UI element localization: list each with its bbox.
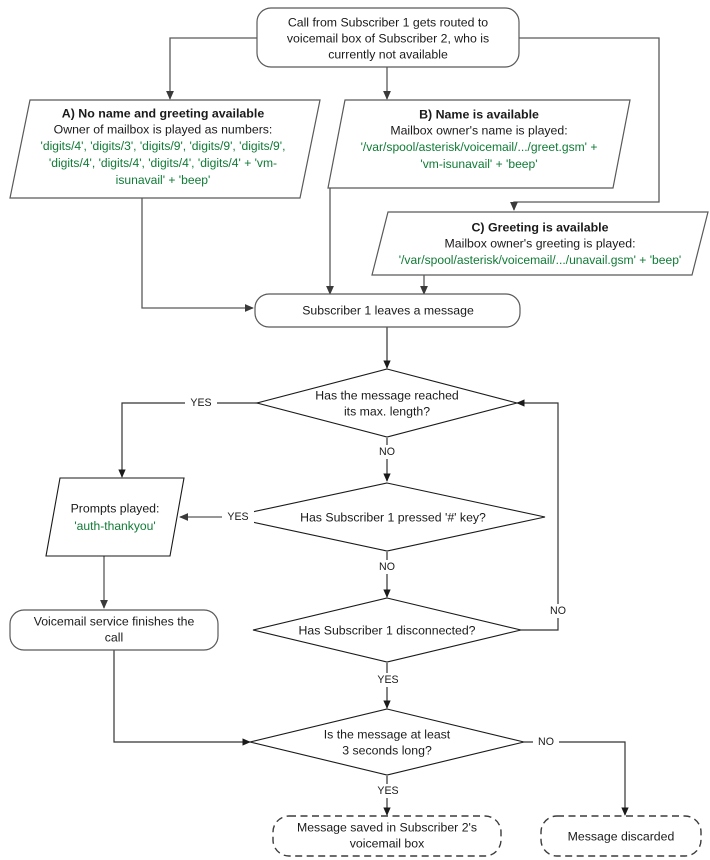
start-line-3: currently not available [328, 47, 448, 61]
node-decision-disconnected[interactable]: Has Subscriber 1 disconnected? [252, 597, 522, 663]
case-a-heading: A) No name and greeting available [62, 106, 265, 120]
case-a-green-2: 'digits/4', 'digits/4', 'digits/4', 'dig… [49, 156, 277, 170]
edge-label-layer: YES NO YES NO NO YES YES NO [185, 396, 571, 798]
case-c-subtitle: Mailbox owner's greeting is played: [445, 236, 636, 250]
label-hash-yes: YES [227, 511, 248, 523]
disconnected-line-1: Has Subscriber 1 disconnected? [298, 623, 475, 637]
case-b-green-2: 'vm-isunavail' + 'beep' [420, 157, 537, 171]
edge-three-seconds-no-to-discarded [524, 741, 629, 816]
prompts-line-1: Prompts played: [71, 501, 160, 515]
start-line-2: voicemail box of Subscriber 2, who is [287, 31, 489, 45]
node-message-discarded[interactable]: Message discarded [540, 815, 702, 857]
label-three-seconds-yes: YES [377, 785, 398, 797]
edge-case-a-to-leaves-message [141, 190, 254, 313]
node-case-b[interactable]: B) Name is available Mailbox owner's nam… [327, 99, 631, 189]
node-finishes-call[interactable]: Voicemail service finishes the call [9, 609, 219, 651]
prompts-green-1: 'auth-thankyou' [74, 519, 155, 533]
hash-line-1: Has Subscriber 1 pressed '#' key? [300, 510, 486, 524]
case-c-heading: C) Greeting is available [471, 220, 608, 234]
message-saved-line-2: voicemail box [350, 836, 425, 850]
label-bg-three-seconds-yes [372, 784, 404, 798]
case-a-green-1: 'digits/4', 'digits/3', 'digits/9', 'dig… [41, 139, 286, 153]
label-bg-hash-yes [222, 510, 254, 524]
label-bg-maxlength-yes [185, 396, 217, 410]
edge-start-to-case-c [509, 37, 660, 211]
label-maxlength-no: NO [379, 446, 395, 458]
edge-finishes-call-to-three-seconds [113, 650, 251, 746]
three-seconds-line-2: 3 seconds long? [342, 743, 432, 757]
node-decision-hash[interactable]: Has Subscriber 1 pressed '#' key? [228, 482, 546, 552]
leaves-message-line-1: Subscriber 1 leaves a message [302, 303, 474, 317]
node-case-a[interactable]: A) No name and greeting available Owner … [9, 99, 321, 199]
label-three-seconds-no: NO [538, 736, 554, 748]
case-b-subtitle: Mailbox owner's name is played: [390, 123, 567, 137]
node-case-c[interactable]: C) Greeting is available Mailbox owner's… [371, 211, 709, 276]
label-bg-maxlength-no [374, 445, 400, 459]
node-decision-three-seconds[interactable]: Is the message at least 3 seconds long? [249, 708, 525, 776]
node-message-saved[interactable]: Message saved in Subscriber 2's voicemai… [272, 815, 502, 857]
three-seconds-line-1: Is the message at least [324, 727, 451, 741]
label-disconnected-no: NO [550, 605, 566, 617]
node-prompts-played[interactable]: Prompts played: 'auth-thankyou' [45, 477, 185, 557]
case-b-heading: B) Name is available [419, 107, 539, 121]
case-c-green-1: '/var/spool/asterisk/voicemail/.../unava… [399, 253, 681, 267]
node-start[interactable]: Call from Subscriber 1 gets routed to vo… [256, 7, 520, 68]
edge-start-to-case-a [165, 37, 257, 100]
edge-maxlength-yes-to-prompts [118, 402, 262, 478]
node-decision-maxlength[interactable]: Has the message reached its max. length? [254, 368, 520, 438]
start-line-1: Call from Subscriber 1 gets routed to [288, 15, 488, 29]
label-disconnected-yes: YES [377, 674, 398, 686]
edge-disconnected-no-loop [516, 399, 559, 631]
maxlength-line-1: Has the message reached [315, 388, 459, 402]
label-bg-hash-no [374, 560, 400, 574]
label-bg-disconnected-yes [372, 673, 404, 687]
case-a-green-3: isunavail' + 'beep' [116, 173, 211, 187]
message-discarded-line-1: Message discarded [568, 829, 675, 843]
case-b-green-1: '/var/spool/asterisk/voicemail/.../greet… [361, 140, 598, 154]
maxlength-line-2: its max. length? [344, 404, 430, 418]
label-bg-disconnected-no [545, 604, 571, 618]
finishes-call-line-1: Voicemail service finishes the [34, 614, 195, 628]
label-maxlength-yes: YES [190, 397, 211, 409]
label-hash-no: NO [379, 561, 395, 573]
message-saved-line-1: Message saved in Subscriber 2's [297, 820, 477, 834]
finishes-call-line-2: call [105, 630, 123, 644]
node-leaves-message[interactable]: Subscriber 1 leaves a message [254, 293, 521, 328]
label-bg-three-seconds-no [533, 735, 559, 749]
case-a-subtitle: Owner of mailbox is played as numbers: [54, 122, 273, 136]
